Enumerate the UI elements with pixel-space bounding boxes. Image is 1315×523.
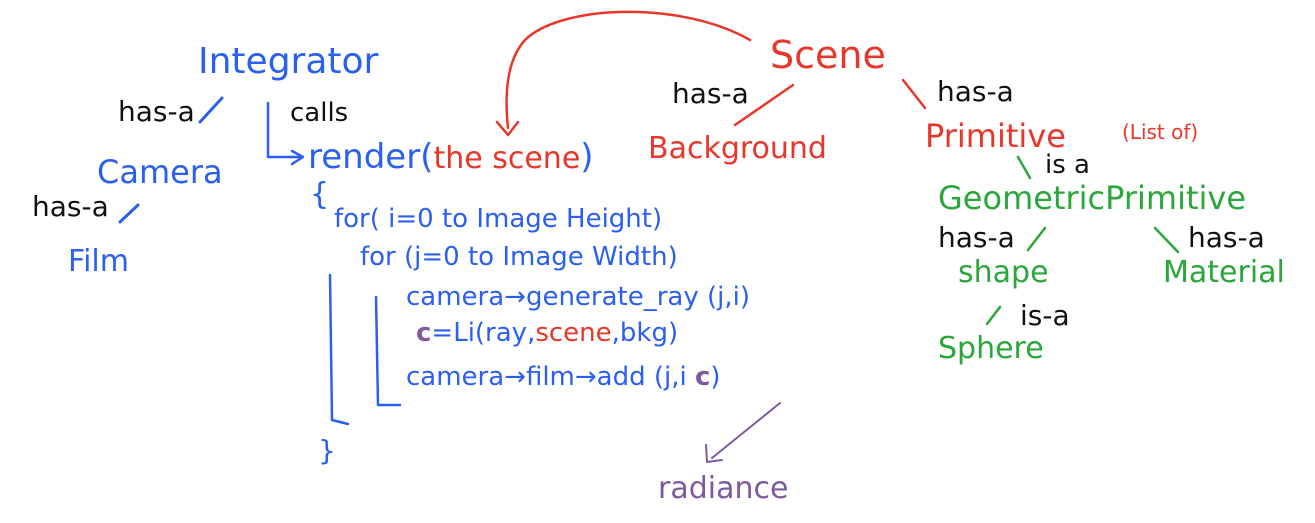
outer-loop-bracket <box>328 273 350 426</box>
has-a-film-label: has-a <box>32 190 109 223</box>
film-add-close: ) <box>710 362 721 392</box>
has-a-material-label: has-a <box>1188 221 1265 254</box>
camera-film-line <box>118 203 140 224</box>
li-line: c=Li(ray,scene,bkg) <box>416 320 678 346</box>
open-brace: { <box>310 177 330 212</box>
background-label: Background <box>648 131 827 166</box>
camera-label: Camera <box>97 153 223 191</box>
list-of-label: (List of) <box>1122 120 1199 144</box>
calls-arrowhead <box>290 149 305 166</box>
scene-to-render-arrow <box>505 10 752 130</box>
close-brace: } <box>318 434 336 467</box>
outer-loop: for( i=0 to Image Height) <box>334 204 663 234</box>
film-add-call: camera→film→add (j,i <box>406 362 695 392</box>
radiance-arrow <box>711 402 781 459</box>
inner-loop-bracket <box>374 295 402 407</box>
is-a-geometric-label: is a <box>1045 150 1090 180</box>
radiance-var: c <box>416 318 432 348</box>
geometric-primitive-label: GeometricPrimitive <box>938 179 1247 217</box>
calls-arrow <box>266 101 302 159</box>
li-bkg-arg: ,bkg) <box>611 318 679 348</box>
scene-primitive-line <box>901 78 927 110</box>
render-scene-arg: the scene <box>433 141 581 176</box>
has-a-background-label: has-a <box>672 77 749 110</box>
primitive-geometric-line <box>1016 155 1032 180</box>
scene-arrowhead <box>495 120 520 137</box>
inner-loop: for (j=0 to Image Width) <box>360 242 678 272</box>
radiance-label: radiance <box>658 471 789 506</box>
film-add-line: camera→film→add (j,i c) <box>406 364 721 390</box>
sphere-label: Sphere <box>938 331 1044 366</box>
shape-label: shape <box>958 255 1049 290</box>
calls-label: calls <box>290 98 349 128</box>
generate-ray-line: camera→generate_ray (j,i) <box>406 282 751 312</box>
has-a-primitive-label: has-a <box>937 75 1014 108</box>
li-call: =Li(ray, <box>431 318 536 348</box>
material-label: Material <box>1163 255 1285 290</box>
has-a-shape-label: has-a <box>938 221 1015 254</box>
has-a-camera-label: has-a <box>118 95 195 128</box>
film-add-radiance-var: c <box>695 362 711 392</box>
scene-label: Scene <box>770 33 886 77</box>
shape-sphere-line <box>985 305 1002 326</box>
radiance-arrowhead <box>705 444 723 463</box>
render-close-paren: ) <box>580 137 594 177</box>
integrator-camera-line <box>198 96 224 124</box>
li-scene-arg: scene <box>535 318 612 348</box>
geometric-material-line <box>1153 226 1180 254</box>
film-label: Film <box>68 244 129 279</box>
integrator-label: Integrator <box>198 41 379 82</box>
scene-background-line <box>733 83 795 127</box>
render-function: render( <box>308 137 434 177</box>
primitive-label: Primitive <box>925 117 1066 155</box>
render-call: render(the scene) <box>308 140 594 174</box>
is-a-sphere-label: is-a <box>1020 299 1070 332</box>
geometric-shape-line <box>1026 226 1047 252</box>
